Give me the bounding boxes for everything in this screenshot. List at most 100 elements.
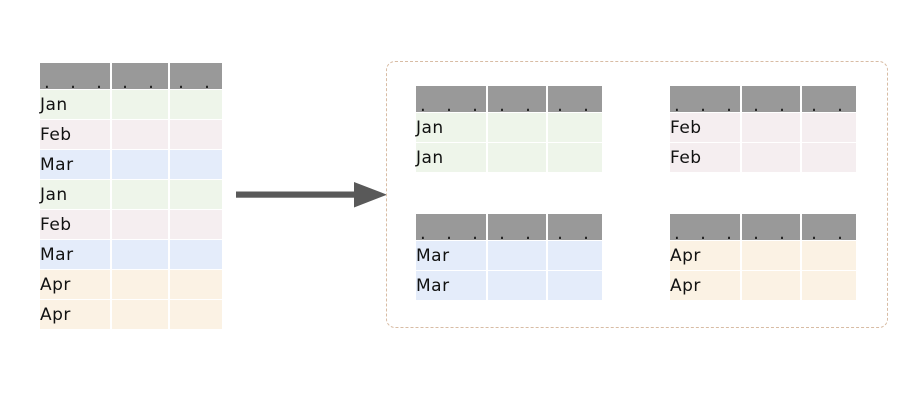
table-row: Jan [40,180,222,209]
group-table-feb-row-cell-3 [802,113,856,142]
table-row: Mar [416,241,602,270]
group-table-jan-header-cell-3: . . . [548,86,602,112]
group-table-apr-row-label: Apr [670,241,740,270]
group-table-feb-row-cell-2 [742,113,800,142]
table-row: Jan [416,113,602,142]
source-row-cell-3 [170,150,222,179]
source-header-cell-2: . . . [112,63,168,89]
group-panel [386,61,888,328]
source-row-cell-2 [112,270,168,299]
table-row: Apr [40,270,222,299]
source-row-cell-2 [112,120,168,149]
group-table-apr-row-cell-3 [802,271,856,300]
group-table-jan-header: . . . . . . . . . [416,86,602,112]
source-table: . . . . . . . . . JanFebMarJanFebMarAprA… [38,62,224,330]
group-table-feb-header: . . . . . . . . . [670,86,856,112]
group-table-feb-row-cell-2 [742,143,800,172]
group-table-mar-row-cell-3 [548,271,602,300]
ellipsis-icon: . . . [497,97,537,112]
group-table-jan-row-label: Jan [416,113,486,142]
group-table-apr-row-cell-2 [742,271,800,300]
source-row-label: Jan [40,180,110,209]
table-row: Feb [670,143,856,172]
group-table-apr-header-cell-1: . . . [670,214,740,240]
ellipsis-icon: . . . [120,74,160,89]
source-row-label: Feb [40,210,110,239]
group-table-jan-header-cell-1: . . . [416,86,486,112]
group-table-apr-row-cell-2 [742,241,800,270]
source-row-cell-2 [112,90,168,119]
table-header-row: . . . . . . . . . [416,214,602,240]
group-table-feb-header-cell-3: . . . [802,86,856,112]
group-table-jan-row-cell-3 [548,113,602,142]
ellipsis-icon: . . . [418,225,484,240]
group-table-mar-header-cell-1: . . . [416,214,486,240]
group-table-feb-header-cell-2: . . . [742,86,800,112]
source-row-label: Apr [40,300,110,329]
group-table-feb-row-label: Feb [670,143,740,172]
ellipsis-icon: . . . [672,97,738,112]
ellipsis-icon: . . . [751,225,791,240]
group-table-mar-header-cell-2: . . . [488,214,546,240]
ellipsis-icon: . . . [497,225,537,240]
source-row-label: Jan [40,90,110,119]
source-row-label: Feb [40,120,110,149]
group-table-apr-header-cell-2: . . . [742,214,800,240]
table-row: Jan [416,143,602,172]
ellipsis-icon: . . . [809,97,849,112]
source-header-cell-3: . . . [170,63,222,89]
source-row-cell-2 [112,300,168,329]
table-row: Mar [40,150,222,179]
group-table-mar-row-cell-2 [488,271,546,300]
group-table-apr-header-cell-3: . . . [802,214,856,240]
source-row-label: Mar [40,150,110,179]
source-row-cell-2 [112,150,168,179]
table-header-row: . . . . . . . . . [670,214,856,240]
group-table-mar-header-cell-3: . . . [548,214,602,240]
table-header-row: . . . . . . . . . [40,63,222,89]
group-table-apr-row-cell-3 [802,241,856,270]
group-table-feb-header-cell-1: . . . [670,86,740,112]
group-table-jan-row-label: Jan [416,143,486,172]
table-row: Apr [670,271,856,300]
table-row: Apr [670,241,856,270]
source-row-cell-3 [170,270,222,299]
table-row: Feb [670,113,856,142]
ellipsis-icon: . . . [555,97,595,112]
source-row-cell-3 [170,210,222,239]
group-table-mar-row-cell-2 [488,241,546,270]
group-table-jan-row-cell-2 [488,113,546,142]
group-table-apr-header: . . . . . . . . . [670,214,856,240]
table-row: Apr [40,300,222,329]
source-row-cell-2 [112,210,168,239]
source-row-cell-3 [170,240,222,269]
source-row-cell-3 [170,90,222,119]
group-table-mar-header: . . . . . . . . . [416,214,602,240]
source-row-cell-3 [170,120,222,149]
ellipsis-icon: . . . [809,225,849,240]
table-header-row: . . . . . . . . . [416,86,602,112]
group-table-mar-row-cell-3 [548,241,602,270]
ellipsis-icon: . . . [555,225,595,240]
ellipsis-icon: . . . [176,74,216,89]
table-row: Mar [416,271,602,300]
ellipsis-icon: . . . [751,97,791,112]
group-table-mar-row-label: Mar [416,241,486,270]
ellipsis-icon: . . . [42,74,108,89]
group-table-feb-row-label: Feb [670,113,740,142]
source-table-header: . . . . . . . . . [40,63,222,89]
group-table-feb-row-cell-3 [802,143,856,172]
group-table-jan-row-cell-2 [488,143,546,172]
group-table-jan-row-cell-3 [548,143,602,172]
table-row: Feb [40,120,222,149]
source-row-label: Mar [40,240,110,269]
source-row-label: Apr [40,270,110,299]
